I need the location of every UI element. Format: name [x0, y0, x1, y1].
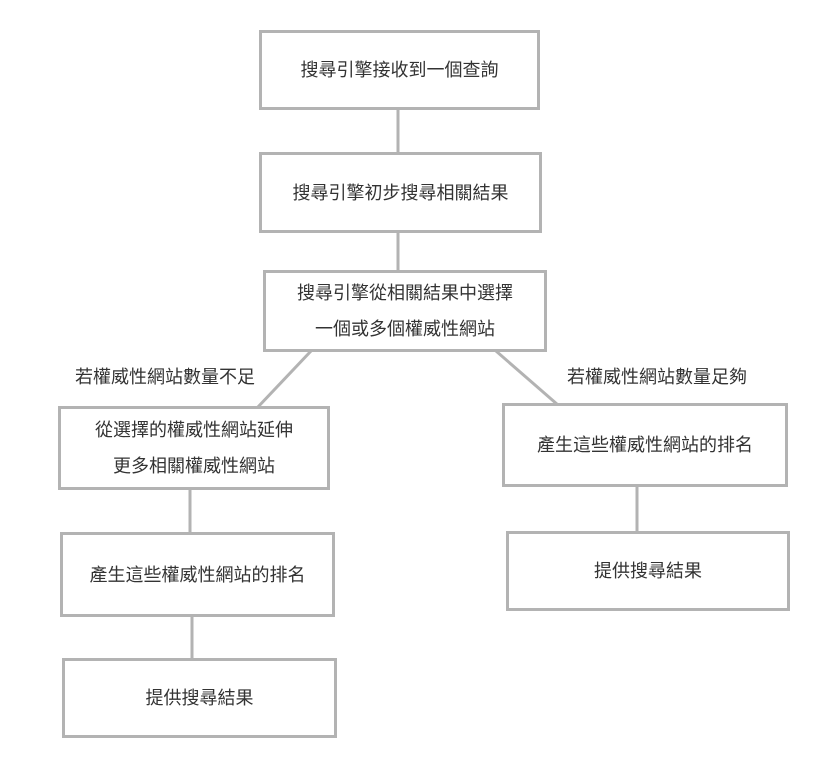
- node-text-line: 從選擇的權威性網站延伸: [95, 420, 293, 440]
- edge-select-to-extend: [255, 349, 313, 410]
- node-text-line: 產生這些權威性網站的排名: [89, 564, 306, 585]
- edge-select-to-rank-right: [495, 349, 559, 407]
- edge-label-insufficient-sites: 若權威性網站數量不足: [60, 363, 270, 389]
- node-text-line: 產生這些權威性網站的排名: [537, 435, 753, 455]
- node-select-authority-sites: 搜尋引擎從相關結果中選擇 一個或多個權威性網站: [263, 270, 547, 352]
- node-extend-authority-sites: 從選擇的權威性網站延伸 更多相關權威性網站: [58, 406, 330, 490]
- node-receive-query: 搜尋引擎接收到一個查詢: [259, 30, 540, 110]
- node-rank-authority-sites-right: 產生這些權威性網站的排名: [502, 403, 788, 487]
- node-rank-authority-sites-left: 產生這些權威性網站的排名: [60, 532, 335, 617]
- edge-label-sufficient-sites: 若權威性網站數量足夠: [552, 363, 762, 389]
- node-initial-search: 搜尋引擎初步搜尋相關結果: [259, 152, 542, 233]
- node-text-line: 搜尋引擎接收到一個查詢: [300, 60, 499, 80]
- node-provide-results-right: 提供搜尋結果: [506, 531, 790, 611]
- node-provide-results-left: 提供搜尋結果: [62, 658, 337, 738]
- node-text-line: 更多相關權威性網站: [113, 456, 275, 476]
- node-text-line: 搜尋引擎從相關結果中選擇: [297, 283, 513, 303]
- node-text-line: 提供搜尋結果: [145, 688, 254, 708]
- node-text-line: 提供搜尋結果: [594, 561, 702, 581]
- node-text-line: 一個或多個權威性網站: [315, 319, 495, 339]
- node-text-line: 搜尋引擎初步搜尋相關結果: [292, 182, 509, 203]
